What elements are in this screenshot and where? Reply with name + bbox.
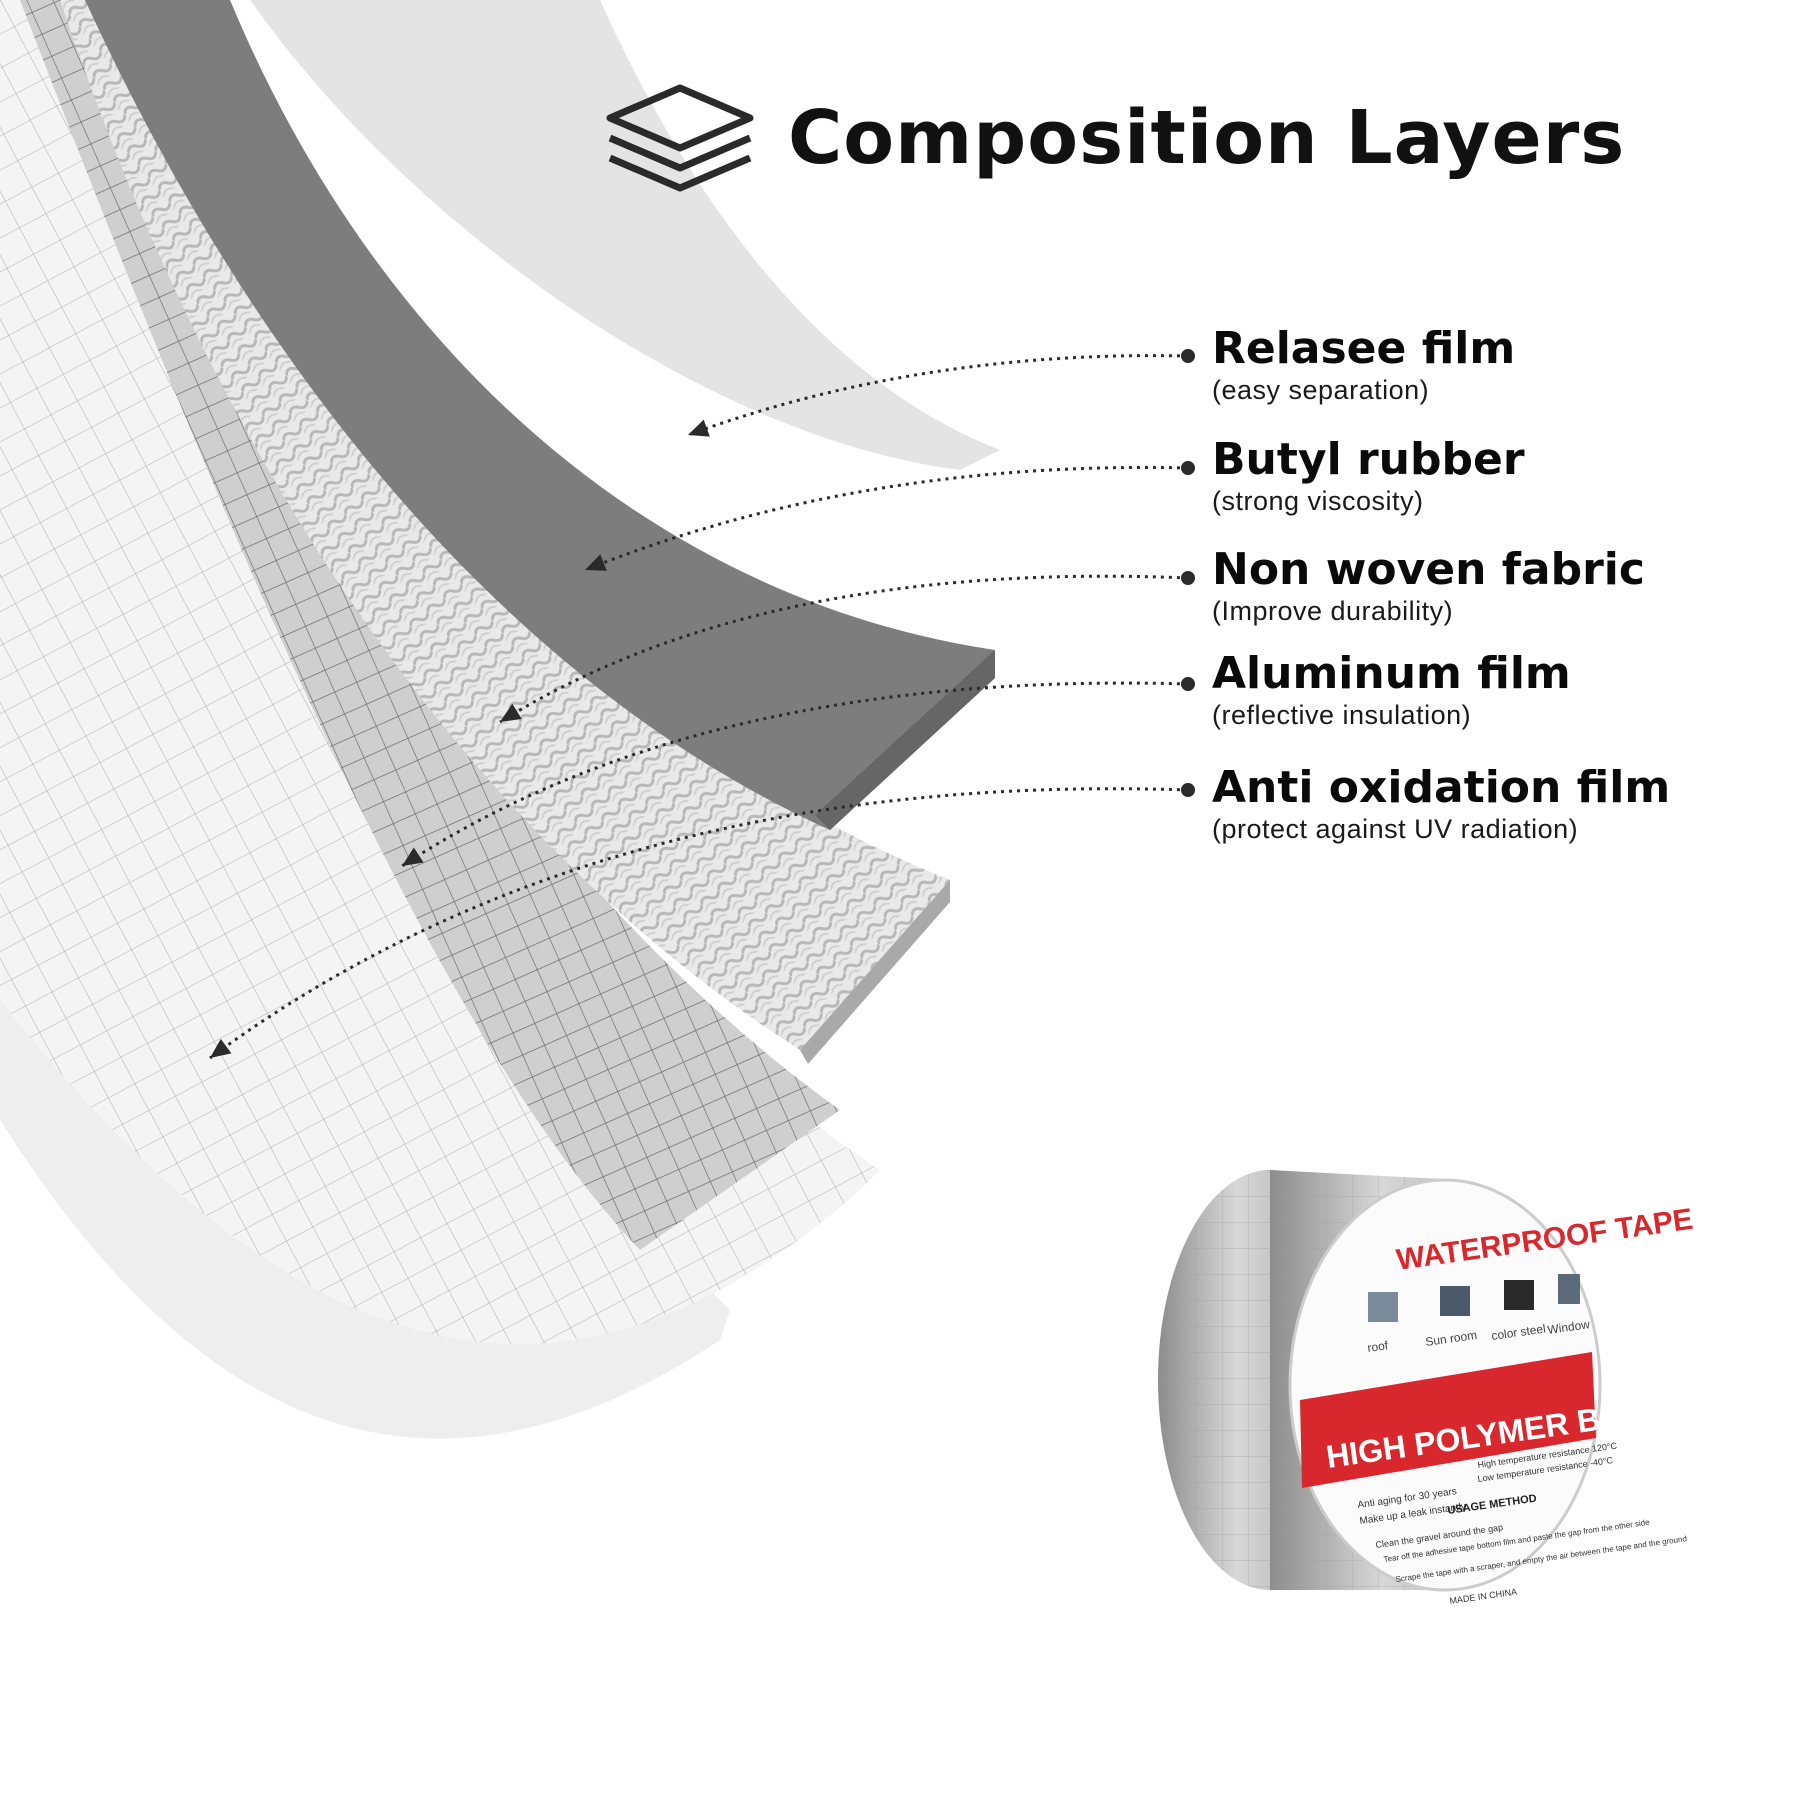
leader-dot-anti-oxidation-film — [1181, 783, 1195, 797]
arrowhead-release-film — [688, 419, 710, 437]
layer-label-aluminum-film: Aluminum film (reflective insulation) — [1212, 648, 1772, 730]
leader-dot-butyl-rubber — [1181, 461, 1195, 475]
layer-description: (protect against UV radiation) — [1212, 814, 1579, 844]
layer-description: (Improve durability) — [1212, 596, 1454, 626]
layer-butyl-rubber — [85, 0, 995, 830]
leader-dot-non-woven-fabric — [1181, 571, 1195, 585]
layer-label-release-film: Relasee film (easy separation) — [1212, 323, 1772, 405]
leader-line-aluminum-film — [401, 681, 1189, 868]
arrowhead-aluminum-film — [402, 847, 424, 866]
arrowhead-non-woven-fabric — [500, 703, 522, 722]
roll-red-band — [1300, 1352, 1596, 1488]
page-title: Composition Layers — [788, 95, 1626, 181]
product-tape-roll — [1158, 1170, 1602, 1592]
roll-application-label: roof — [1366, 1338, 1389, 1355]
leader-dot-release-film — [1181, 349, 1195, 363]
layer-label-butyl-rubber: Butyl rubber (strong viscosity) — [1212, 434, 1772, 516]
layers-icon — [606, 84, 754, 192]
layer-description: (reflective insulation) — [1212, 700, 1472, 730]
layer-name: Relasee film — [1212, 323, 1516, 374]
layer-name: Aluminum film — [1212, 648, 1571, 699]
layer-label-non-woven-fabric: Non woven fabric (Improve durability) — [1212, 544, 1772, 626]
layer-label-anti-oxidation-film: Anti oxidation film (protect against UV … — [1212, 762, 1772, 844]
page-header: Composition Layers — [600, 78, 1625, 198]
leader-line-butyl-rubber — [584, 465, 1189, 572]
layer-release-film — [250, 0, 1000, 470]
roll-application-label: Window — [1546, 1317, 1591, 1337]
leader-dot-aluminum-film — [1181, 677, 1195, 691]
layer-description: (strong viscosity) — [1212, 486, 1424, 516]
layer-description: (easy separation) — [1212, 375, 1430, 405]
layer-non-woven-fabric — [60, 0, 950, 1050]
leader-line-non-woven-fabric — [499, 574, 1189, 724]
arrowhead-butyl-rubber — [585, 554, 607, 571]
layer-name: Butyl rubber — [1212, 434, 1525, 485]
leader-lines — [209, 349, 1195, 1060]
layer-name: Non woven fabric — [1212, 544, 1645, 595]
application-thumbnails — [1368, 1274, 1580, 1322]
arrowhead-anti-oxidation-film — [210, 1038, 232, 1058]
leader-line-release-film — [687, 354, 1189, 437]
layer-name: Anti oxidation film — [1212, 762, 1671, 813]
